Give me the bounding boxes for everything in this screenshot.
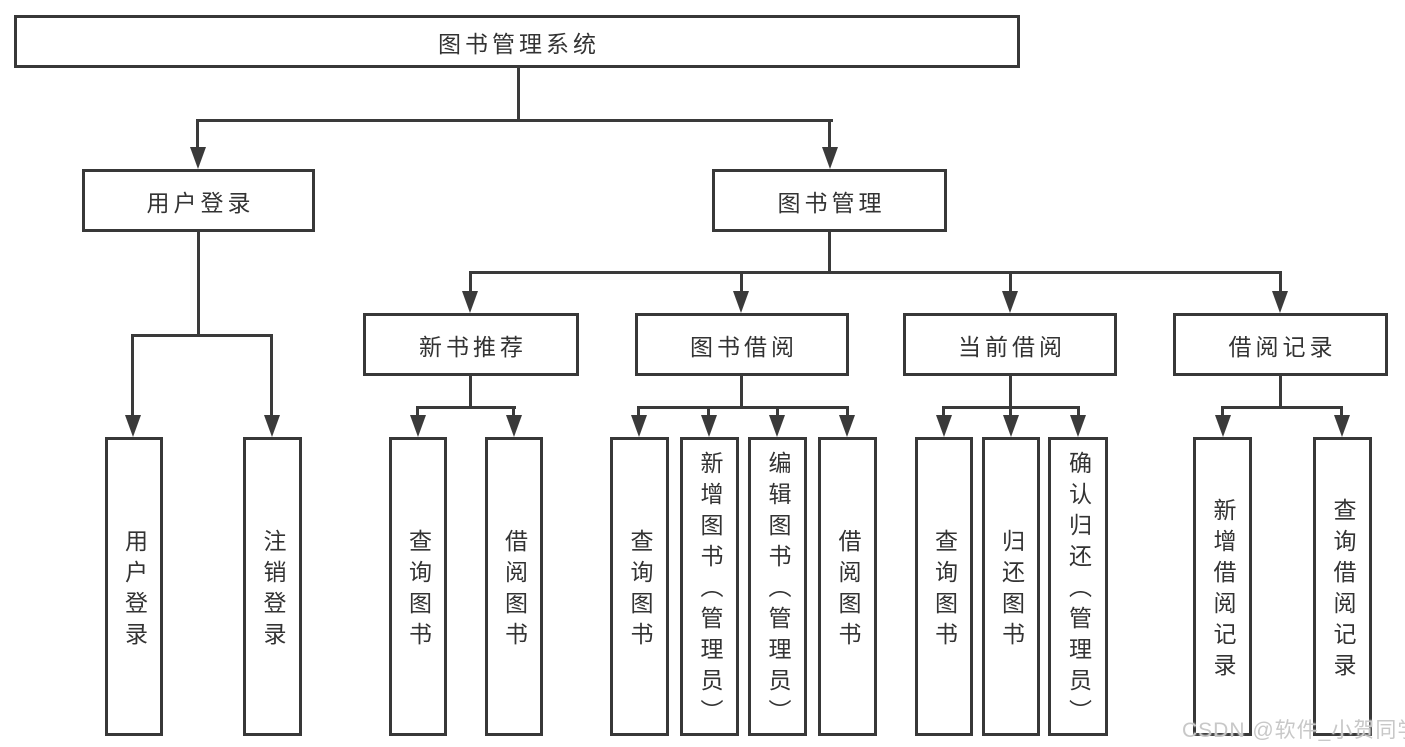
connector-user-login-bus [131, 334, 273, 337]
leaf-label: 确认归还（管理员） [1065, 451, 1092, 730]
connector-stub [416, 406, 419, 418]
leaf-label: 归还图书 [998, 528, 1025, 653]
connector-drop-user-login [196, 119, 199, 149]
node-label: 图书管理系统 [438, 30, 600, 57]
node-current-borrow: 当前借阅 [903, 313, 1117, 376]
leaf-borrow-borrow-books: 借阅图书 [818, 437, 877, 736]
leaf-borrow-edit-books-admin: 编辑图书（管理员） [748, 437, 807, 736]
connector-current-stem [1009, 374, 1012, 408]
node-label: 新书推荐 [419, 333, 527, 360]
connector-borrow-bus [637, 406, 849, 409]
arrow-into-current-icon [1002, 291, 1018, 313]
leaf-logout: 注销登录 [243, 437, 302, 736]
node-label: 用户登录 [146, 189, 255, 216]
leaf-records-add-record: 新增借阅记录 [1193, 437, 1252, 736]
node-label: 图书借阅 [690, 333, 798, 360]
node-label: 图书管理 [777, 189, 886, 216]
node-borrow-records: 借阅记录 [1173, 313, 1388, 376]
arrow-into-records-icon [1272, 291, 1288, 313]
connector-stub [512, 406, 515, 418]
connector-records-bus [1221, 406, 1343, 409]
leaf-label: 查询图书 [405, 528, 432, 653]
arrow-into-leaf-logout-icon [264, 415, 280, 437]
connector-drop-book-mgmt [828, 119, 831, 149]
connector-level2-bus [469, 271, 1282, 274]
leaf-recommend-borrow-books: 借阅图书 [485, 437, 543, 736]
connector-drop-leaf-logout [270, 334, 273, 417]
arrow-into-recommend-icon [462, 291, 478, 313]
watermark-text: CSDN @软件_小贺同学 [1182, 719, 1405, 742]
leaf-current-confirm-return-admin: 确认归还（管理员） [1048, 437, 1108, 736]
leaf-current-query-books: 查询图书 [915, 437, 973, 736]
leaf-label: 借阅图书 [501, 528, 528, 653]
arrow-into-leaf-icon [1334, 415, 1350, 437]
connector-records-stem [1279, 374, 1282, 408]
leaf-label: 编辑图书（管理员） [765, 451, 791, 730]
arrow-into-leaf-icon [1003, 415, 1019, 437]
connector-stub [707, 406, 710, 418]
leaf-label: 查询图书 [931, 528, 958, 653]
leaf-label: 查询图书 [627, 528, 653, 653]
leaf-records-query-record: 查询借阅记录 [1313, 437, 1372, 736]
arrow-into-leaf-icon [769, 415, 785, 437]
connector-drop-leaf-user-login [131, 334, 134, 417]
connector-borrow-stem [740, 374, 743, 408]
arrow-into-leaf-icon [701, 415, 717, 437]
connector-drop-records [1279, 271, 1282, 293]
node-book-management: 图书管理 [712, 169, 947, 232]
node-user-login: 用户登录 [82, 169, 315, 232]
leaf-label: 新增借阅记录 [1210, 497, 1236, 684]
leaf-borrow-add-books-admin: 新增图书（管理员） [680, 437, 739, 736]
leaf-user-login: 用户登录 [105, 437, 163, 736]
connector-drop-recommend [469, 271, 472, 293]
arrow-into-leaf-user-login-icon [125, 415, 141, 437]
node-new-book-recommend: 新书推荐 [363, 313, 579, 376]
connector-stub [637, 406, 640, 418]
arrow-into-user-login-icon [190, 147, 206, 169]
connector-stub [776, 406, 779, 418]
connector-recommend-stem [469, 374, 472, 408]
leaf-current-return-books: 归还图书 [982, 437, 1040, 736]
connector-stub [942, 406, 945, 418]
node-book-borrow: 图书借阅 [635, 313, 849, 376]
arrow-into-leaf-icon [839, 415, 855, 437]
arrow-into-borrow-icon [733, 291, 749, 313]
arrow-into-leaf-icon [1070, 415, 1086, 437]
arrow-into-leaf-icon [631, 415, 647, 437]
arrow-into-leaf-icon [936, 415, 952, 437]
arrow-into-leaf-icon [1215, 415, 1231, 437]
connector-stub [1077, 406, 1080, 418]
leaf-label: 新增图书（管理员） [697, 451, 723, 730]
leaf-label: 借阅图书 [835, 528, 861, 653]
connector-stub [1009, 406, 1012, 418]
connector-recommend-bus [416, 406, 516, 409]
connector-drop-current [1009, 271, 1012, 293]
connector-level1-bus [196, 119, 833, 122]
connector-stub [846, 406, 849, 418]
connector-stub [1221, 406, 1224, 418]
leaf-label: 查询借阅记录 [1330, 497, 1356, 684]
node-library-management-system: 图书管理系统 [14, 15, 1020, 68]
connector-book-mgmt-stem [828, 230, 831, 274]
connector-root-stem [517, 66, 520, 122]
node-label: 借阅记录 [1228, 333, 1337, 360]
arrow-into-leaf-icon [506, 415, 522, 437]
arrow-into-leaf-icon [410, 415, 426, 437]
leaf-recommend-query-books: 查询图书 [389, 437, 447, 736]
connector-stub [1340, 406, 1343, 418]
node-label: 当前借阅 [958, 333, 1066, 360]
leaf-borrow-query-books: 查询图书 [610, 437, 669, 736]
arrow-into-book-mgmt-icon [822, 147, 838, 169]
connector-user-login-stem [197, 230, 200, 336]
connector-drop-borrow [740, 271, 743, 293]
leaf-label: 注销登录 [260, 528, 286, 653]
leaf-label: 用户登录 [121, 528, 148, 653]
